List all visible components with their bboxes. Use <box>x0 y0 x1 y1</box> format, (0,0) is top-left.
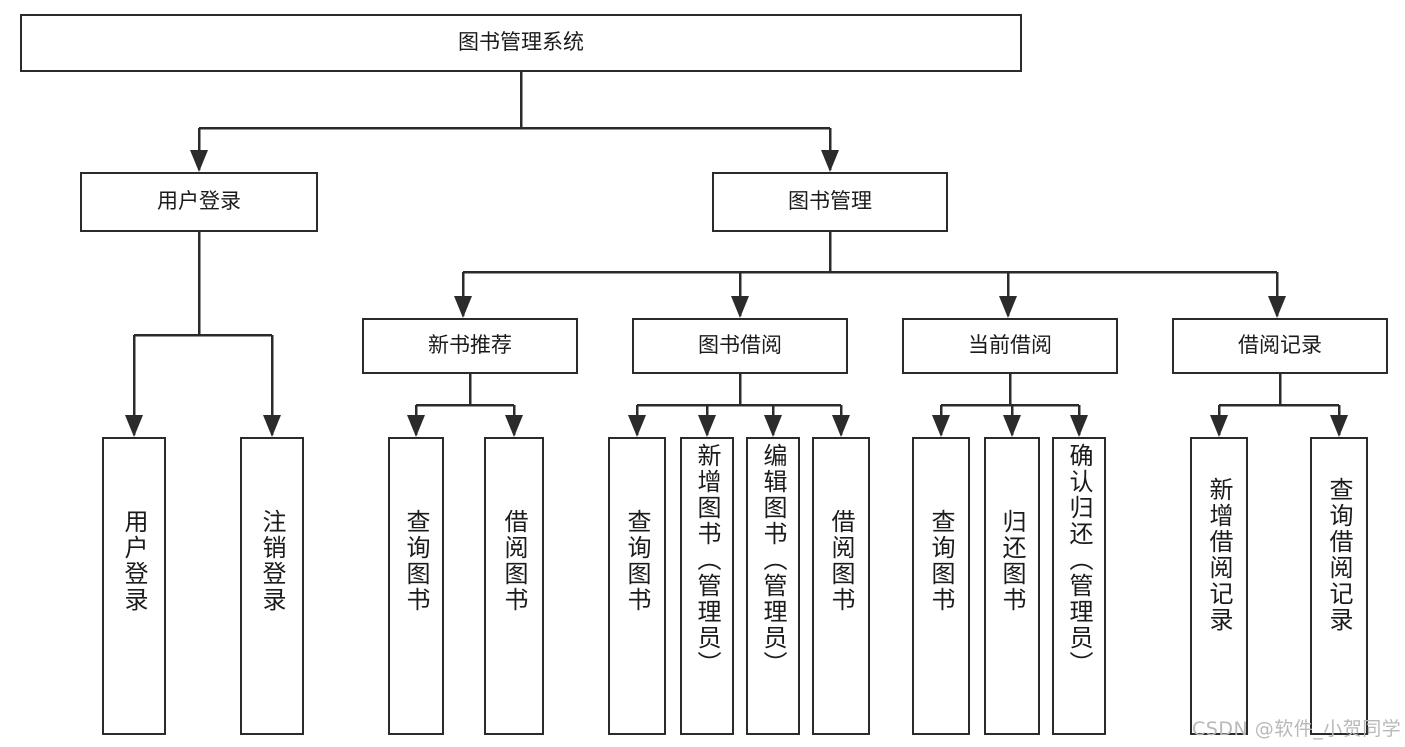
node-label: 查询借阅记录 <box>1325 477 1353 633</box>
node-label: 新增借阅记录 <box>1205 477 1233 633</box>
node-user-login[interactable]: 用户登录 <box>80 172 318 232</box>
node-label: 图书管理 <box>788 189 872 214</box>
node-label: 借阅记录 <box>1238 333 1322 358</box>
node-label: 用户登录 <box>120 509 148 613</box>
node-book-manage[interactable]: 图书管理 <box>712 172 948 232</box>
node-label: 用户登录 <box>157 189 241 214</box>
node-leaf-query-book-2[interactable]: 查询图书 <box>608 437 666 735</box>
node-leaf-borrow-book-2[interactable]: 借阅图书 <box>812 437 870 735</box>
node-leaf-user-login[interactable]: 用户登录 <box>102 437 166 735</box>
node-leaf-add-record[interactable]: 新增借阅记录 <box>1190 437 1248 735</box>
edge-bookmanage-fanout <box>454 232 1286 318</box>
edge-bookborrow-fanout <box>628 374 850 437</box>
node-leaf-query-record[interactable]: 查询借阅记录 <box>1310 437 1368 735</box>
node-label: 借阅图书 <box>500 509 528 613</box>
node-label: 新书推荐 <box>428 333 512 358</box>
node-leaf-add-book[interactable]: 新增图书（管理员） <box>680 437 734 735</box>
node-book-borrow[interactable]: 图书借阅 <box>632 318 848 374</box>
node-leaf-query-book-1[interactable]: 查询图书 <box>388 437 444 735</box>
node-leaf-edit-book[interactable]: 编辑图书（管理员） <box>746 437 800 735</box>
node-label: 编辑图书（管理员） <box>759 443 787 677</box>
node-label: 借阅图书 <box>827 509 855 613</box>
node-leaf-borrow-book-1[interactable]: 借阅图书 <box>484 437 544 735</box>
node-label: 查询图书 <box>927 509 955 613</box>
node-label: 当前借阅 <box>968 333 1052 358</box>
node-label: 新增图书（管理员） <box>693 443 721 677</box>
node-leaf-return-book[interactable]: 归还图书 <box>984 437 1040 735</box>
node-root[interactable]: 图书管理系统 <box>20 14 1022 72</box>
node-label: 查询图书 <box>623 509 651 613</box>
edge-root-fanout <box>190 72 839 172</box>
node-label: 查询图书 <box>402 509 430 613</box>
watermark-text: CSDN @软件_小贺同学 <box>1192 718 1402 740</box>
edge-borrowrecord-fanout <box>1210 374 1348 437</box>
edge-userlogin-fanout <box>125 232 281 437</box>
node-label: 图书管理系统 <box>458 30 584 55</box>
node-borrow-record[interactable]: 借阅记录 <box>1172 318 1388 374</box>
node-label: 注销登录 <box>258 509 286 613</box>
node-label: 归还图书 <box>998 509 1026 613</box>
node-current-borrow[interactable]: 当前借阅 <box>902 318 1118 374</box>
edge-newbook-fanout <box>407 374 523 437</box>
node-new-book-recommend[interactable]: 新书推荐 <box>362 318 578 374</box>
node-leaf-confirm-return[interactable]: 确认归还（管理员） <box>1052 437 1106 735</box>
edge-currentborrow-fanout <box>932 374 1088 437</box>
node-leaf-query-book-3[interactable]: 查询图书 <box>912 437 970 735</box>
node-leaf-user-logout[interactable]: 注销登录 <box>240 437 304 735</box>
node-label: 图书借阅 <box>698 333 782 358</box>
node-label: 确认归还（管理员） <box>1065 443 1093 677</box>
